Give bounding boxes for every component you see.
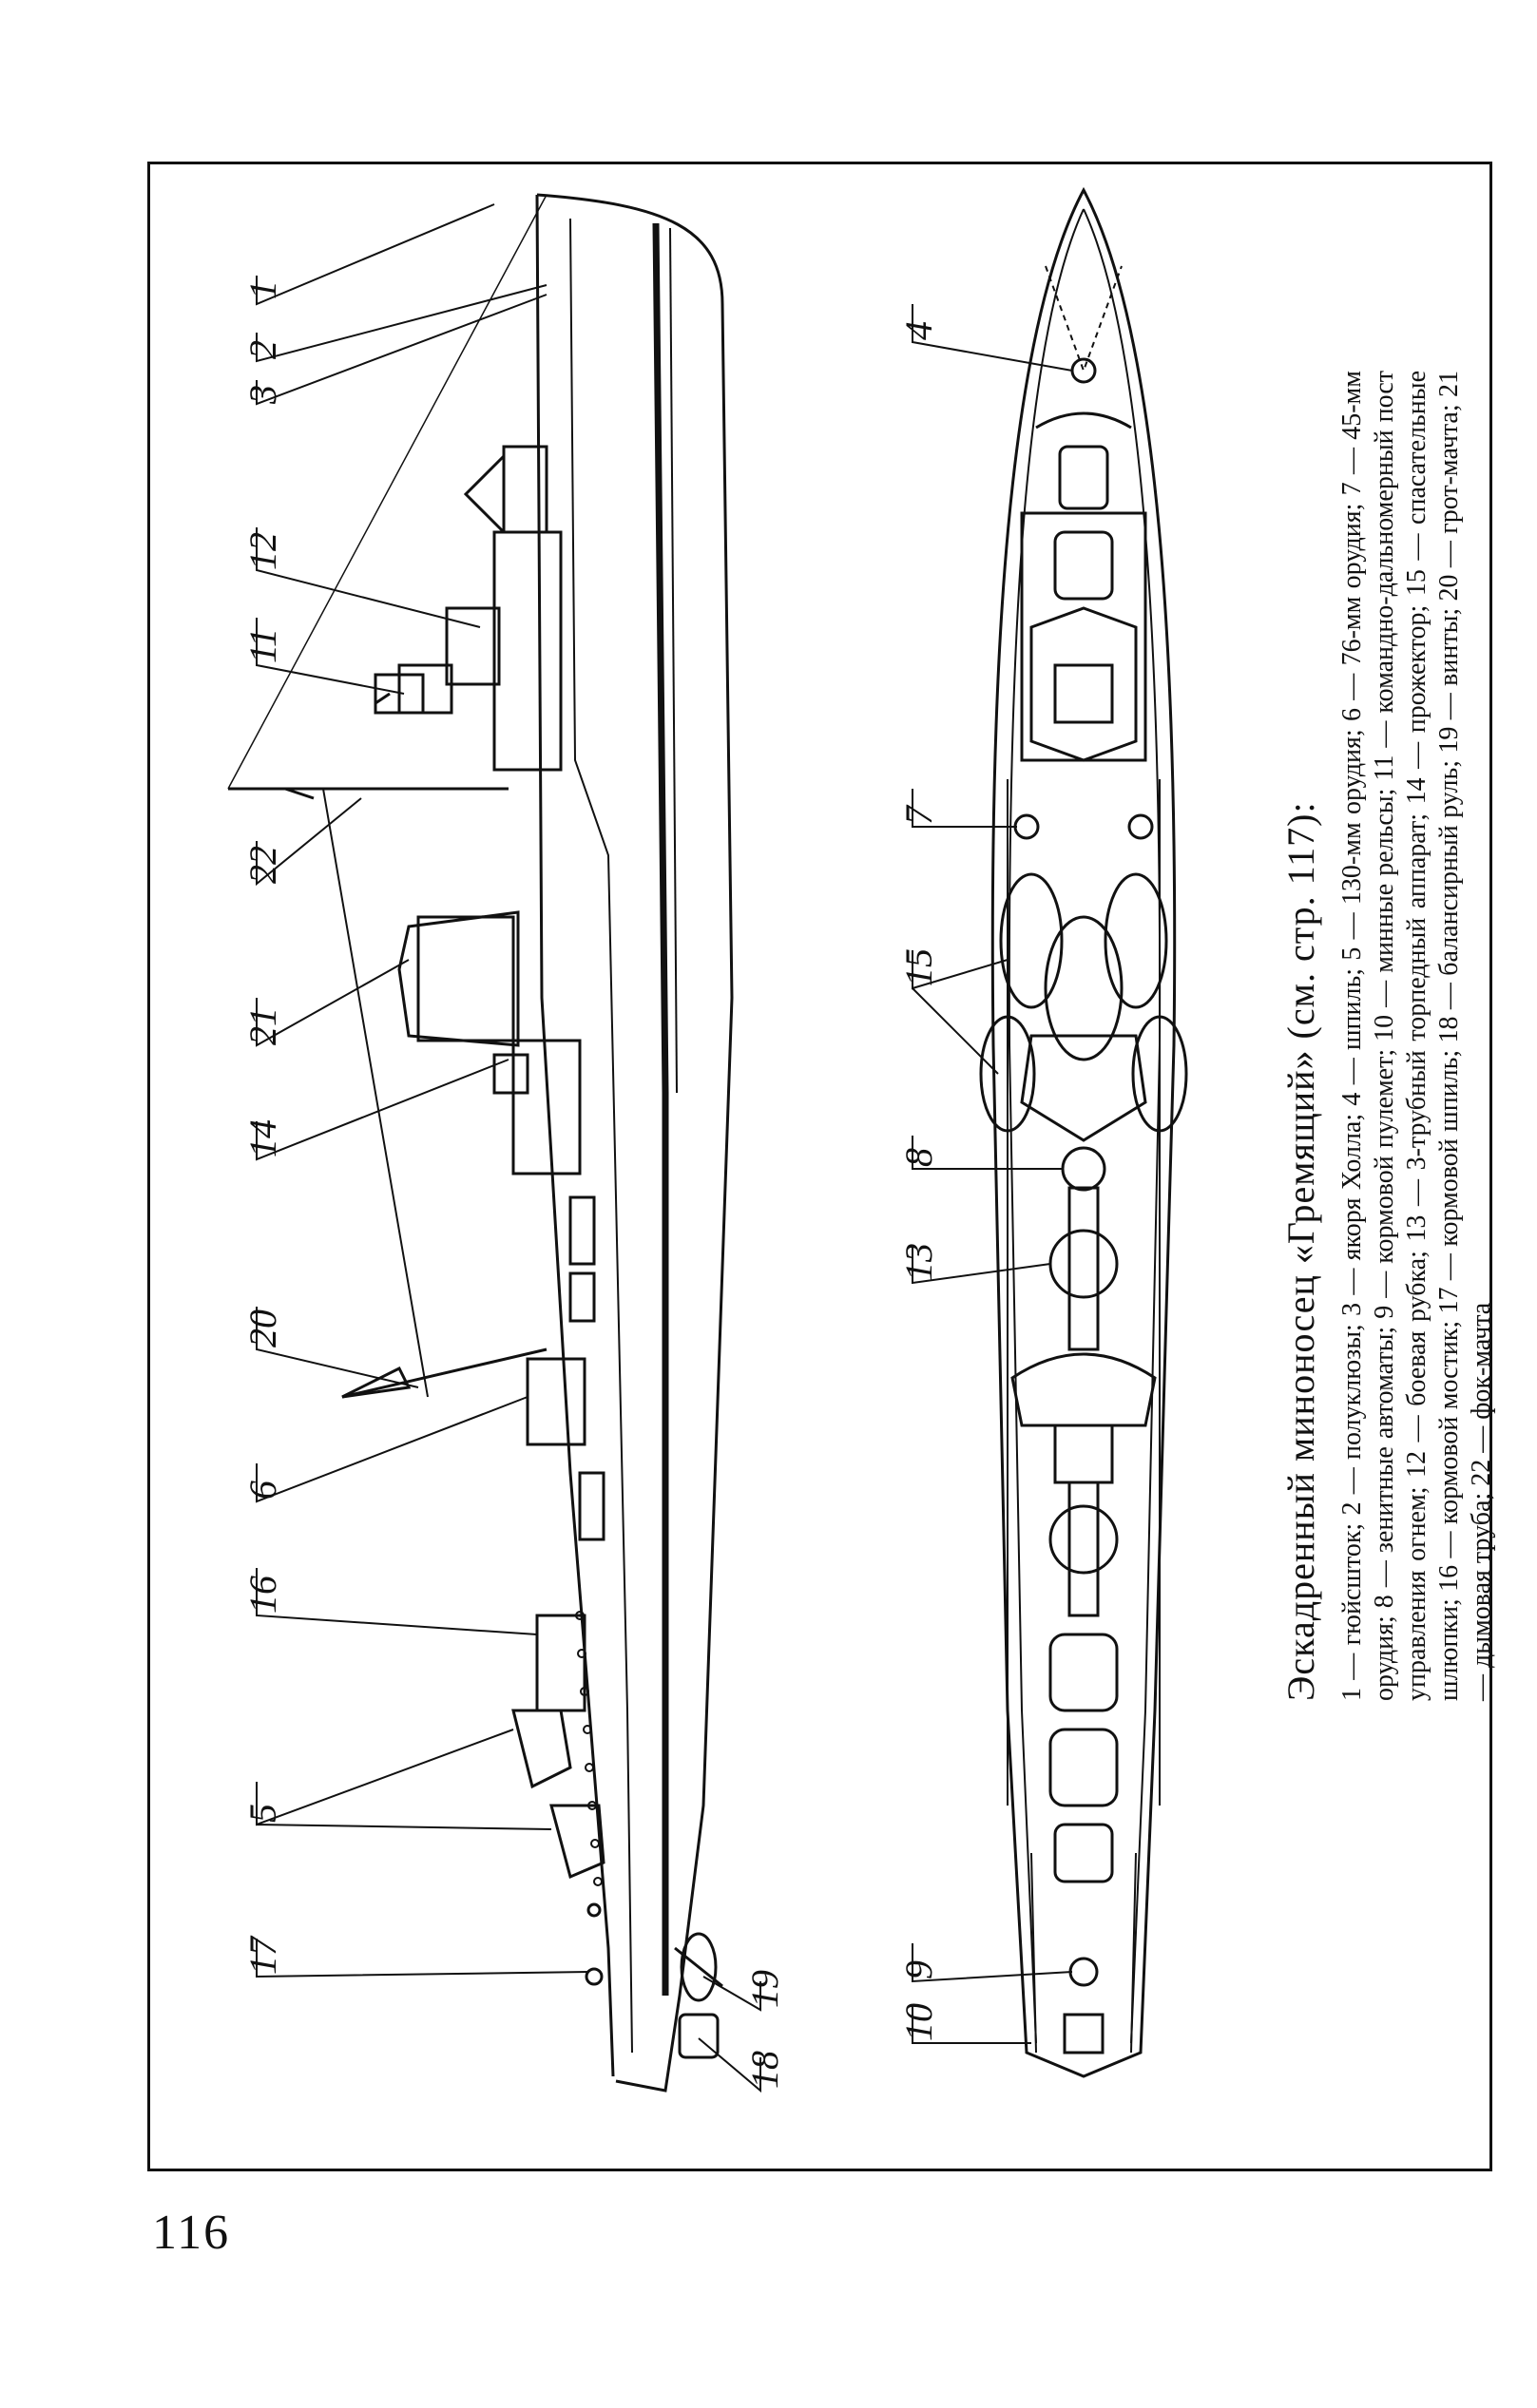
callout-20: 20 (241, 1309, 284, 1347)
callout-5: 5 (241, 1804, 284, 1823)
callout-1: 1 (241, 280, 284, 299)
plan-callout-labels: 4 7 15 8 13 9 10 (897, 321, 940, 2041)
callout-3: 3 (241, 385, 284, 405)
profile-superstructure (227, 194, 605, 1986)
callout-4: 4 (897, 321, 940, 340)
diagram-frame (147, 162, 1492, 2171)
profile-leaders (256, 203, 761, 2093)
plan-deck-fittings (979, 265, 1188, 2054)
callout-2: 2 (241, 340, 284, 359)
plan-leaders (912, 304, 1073, 2044)
callout-12: 12 (241, 532, 284, 570)
profile-stern-gear (674, 1932, 723, 2059)
callout-11: 11 (241, 628, 284, 663)
profile-callout-labels: 1 2 3 12 11 22 21 14 20 6 16 5 17 19 18 (241, 280, 786, 2089)
callout-15: 15 (897, 948, 940, 986)
callout-7: 7 (897, 804, 940, 825)
callout-21: 21 (241, 1007, 284, 1045)
callout-6: 6 (241, 1481, 284, 1500)
callout-9: 9 (897, 1960, 940, 1979)
page-number: 116 (152, 2206, 231, 2260)
plan-hull (990, 186, 1177, 2078)
callout-13: 13 (897, 1243, 940, 1281)
callout-18: 18 (743, 2051, 786, 2089)
caption-legend: 1 — гюйсшток; 2 — полуклюзы; 3 — якоря Х… (1337, 371, 1496, 1701)
callout-22: 22 (241, 846, 284, 884)
profile-hull (535, 193, 734, 2093)
callout-17: 17 (241, 1935, 284, 1975)
caption-title: Эскадренный миноносец «Гремящий» (см. ст… (1279, 801, 1322, 1701)
callout-10: 10 (897, 2003, 940, 2041)
callout-16: 16 (241, 1576, 284, 1614)
callout-14: 14 (241, 1119, 284, 1157)
callout-8: 8 (897, 1148, 940, 1167)
callout-19: 19 (743, 1970, 786, 2008)
